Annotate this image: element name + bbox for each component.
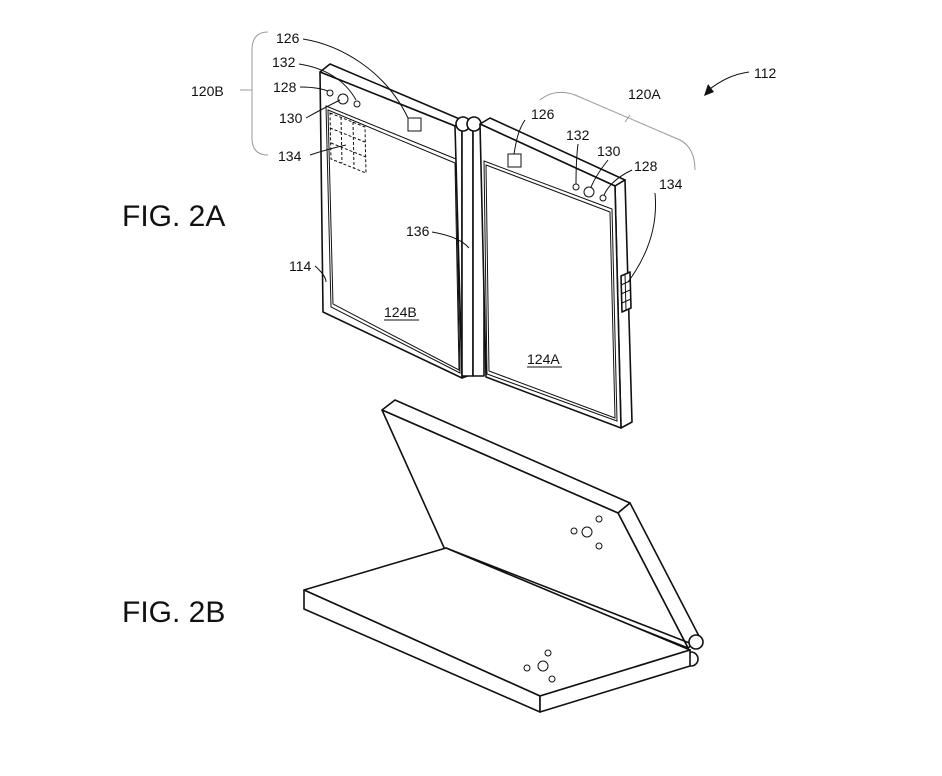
fig-2a-label: FIG. 2A (122, 200, 225, 233)
ref-136: 136 (406, 223, 430, 239)
left-sensor-126 (407, 117, 422, 132)
upper-sensor-a (595, 515, 603, 523)
left-display-screen-border (325, 105, 461, 374)
right-display-120a (479, 117, 633, 429)
upper-sensor-b (570, 527, 578, 535)
left-camera-130 (337, 93, 349, 105)
right-sensor-128 (599, 194, 607, 202)
ref-112: 112 (754, 65, 777, 81)
ref-130-left: 130 (279, 110, 303, 126)
left-sensor-128 (326, 89, 334, 97)
left-antenna-grid-134 (329, 112, 367, 174)
right-display-face (479, 123, 622, 429)
ref-126-right: 126 (531, 106, 555, 122)
ref-120b: 120B (191, 83, 224, 99)
hinge-knob-right (466, 116, 482, 132)
bracket-120a (539, 91, 696, 171)
ref-130-right: 130 (597, 143, 621, 159)
ref-124a: 124A (527, 351, 560, 367)
upper-camera (581, 526, 593, 538)
fig-2a-device: 126 132 128 130 134 120B 120A 112 126 13… (122, 30, 777, 429)
ref-114: 114 (289, 258, 312, 274)
ref-128-left: 128 (273, 79, 297, 95)
lower-sensor-b (523, 664, 531, 672)
hinge-136 (455, 116, 485, 377)
ref-134-left: 134 (278, 148, 302, 164)
ref-128-right: 128 (634, 158, 658, 174)
ref-120a: 120A (628, 86, 661, 102)
ref-132-left: 132 (272, 54, 296, 70)
ref-134-right: 134 (659, 176, 683, 192)
hinge-knob-top (688, 634, 704, 650)
bracket-120a-tick (624, 114, 631, 123)
left-display-120b (319, 63, 471, 379)
ref-126-left: 126 (276, 30, 300, 46)
ref-132-right: 132 (566, 127, 590, 143)
right-camera-130 (583, 186, 595, 198)
right-display-screen (485, 164, 616, 419)
right-antenna-134 (620, 271, 632, 313)
lower-panel-side-edge (539, 649, 691, 713)
lower-camera (537, 660, 549, 672)
leader-lines-2a (298, 38, 750, 283)
fig-2b-upper-panel (381, 399, 701, 649)
fig-2b-lower-panel (303, 547, 691, 713)
upper-sensor-c (595, 542, 603, 550)
right-display-screen-border (483, 160, 618, 422)
upper-panel-face (381, 409, 689, 649)
hinge-barrel-left (461, 123, 474, 377)
lower-sensor-a (544, 649, 552, 657)
fig-2b-device: FIG. 2B (122, 399, 704, 713)
fig-2b-label: FIG. 2B (122, 596, 225, 629)
bracket-120b (251, 31, 269, 156)
left-display-face (319, 71, 463, 379)
ref-124b: 124B (384, 304, 417, 320)
lower-sensor-c (548, 675, 556, 683)
left-display-screen (327, 109, 460, 371)
left-sensor-132 (353, 100, 361, 108)
